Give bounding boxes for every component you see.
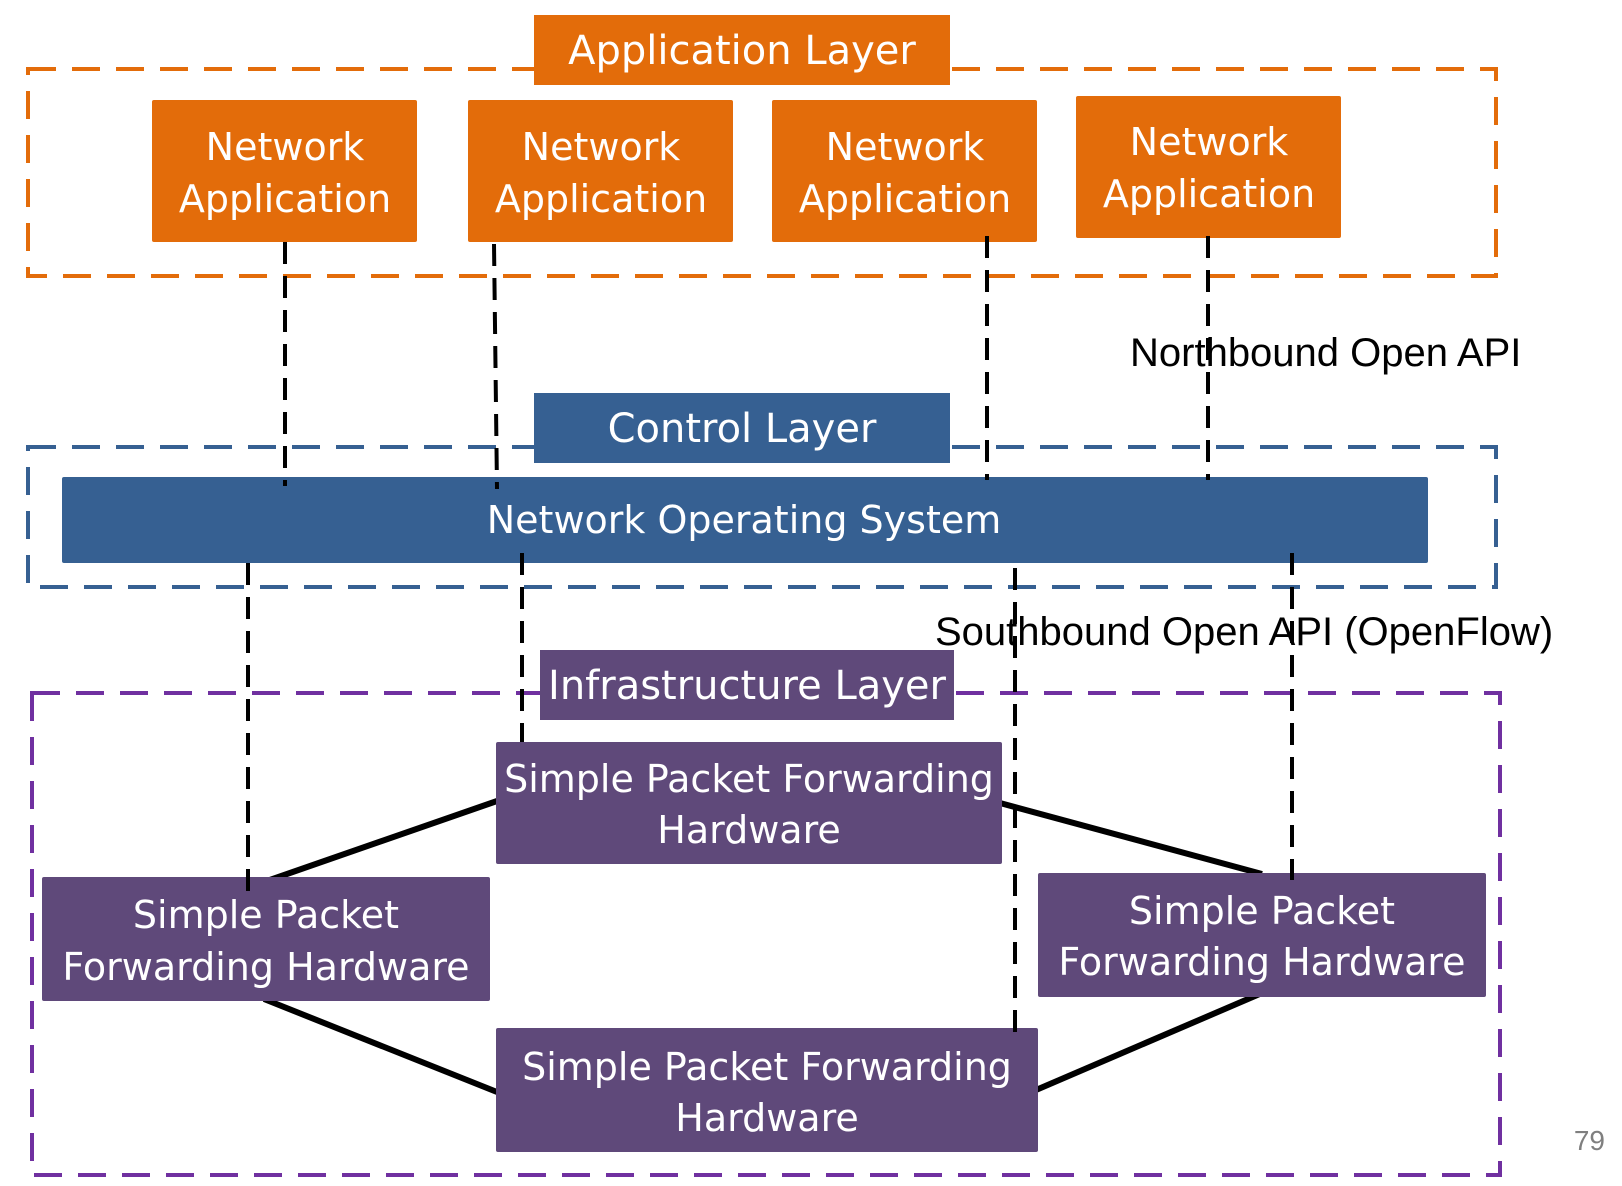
forwarding-hardware-bottom[interactable]: Simple Packet Forwarding Hardware bbox=[496, 1028, 1038, 1152]
southbound-api-label: Southbound Open API (OpenFlow) bbox=[935, 610, 1553, 654]
network-app-2-line2: Application bbox=[495, 177, 707, 221]
link-left-top bbox=[263, 798, 498, 885]
forwarding-hardware-right-line1: Simple Packet bbox=[1129, 889, 1395, 933]
link-right-bottom bbox=[1034, 990, 1264, 1093]
forwarding-hardware-left-line2: Forwarding Hardware bbox=[62, 945, 469, 989]
southbound-connectors bbox=[246, 553, 1294, 1032]
network-app-3-line2: Application bbox=[799, 177, 1011, 221]
forwarding-hardware-bottom-line2: Hardware bbox=[675, 1096, 858, 1140]
network-app-1-line2: Application bbox=[179, 177, 391, 221]
hardware-links bbox=[262, 798, 1264, 1095]
network-app-4[interactable]: Network Application bbox=[1076, 96, 1341, 238]
forwarding-hardware-right-line2: Forwarding Hardware bbox=[1058, 940, 1465, 984]
control-layer-title-box bbox=[534, 393, 950, 463]
network-app-1[interactable]: Network Application bbox=[152, 100, 417, 242]
network-app-3[interactable]: Network Application bbox=[772, 100, 1037, 242]
network-app-2-line1: Network bbox=[522, 125, 681, 169]
infrastructure-layer-border bbox=[30, 691, 1502, 1177]
forwarding-hardware-right[interactable]: Simple Packet Forwarding Hardware bbox=[1038, 873, 1486, 997]
network-app-4-line1: Network bbox=[1130, 120, 1289, 164]
northbound-connectors bbox=[283, 236, 1210, 490]
network-app-1-line1: Network bbox=[206, 125, 365, 169]
link-top-right bbox=[999, 800, 1263, 877]
application-layer-title-box bbox=[534, 15, 950, 85]
link-left-bottom bbox=[262, 996, 499, 1095]
northbound-api-label: Northbound Open API bbox=[1130, 331, 1521, 375]
network-app-2[interactable]: Network Application bbox=[468, 100, 733, 242]
northbound-connector-2 bbox=[492, 243, 499, 490]
forwarding-hardware-top[interactable]: Simple Packet Forwarding Hardware bbox=[496, 742, 1002, 864]
forwarding-hardware-top-line1: Simple Packet Forwarding bbox=[504, 757, 994, 801]
forwarding-hardware-top-line2: Hardware bbox=[657, 808, 840, 852]
network-operating-system-label: Network Operating System bbox=[487, 498, 1002, 542]
network-app-4-line2: Application bbox=[1103, 172, 1315, 216]
page-number: 79 bbox=[1574, 1125, 1605, 1156]
forwarding-hardware-left-line1: Simple Packet bbox=[133, 893, 399, 937]
forwarding-hardware-left[interactable]: Simple Packet Forwarding Hardware bbox=[42, 877, 490, 1001]
control-layer-title: Control Layer bbox=[608, 406, 877, 452]
infrastructure-layer-title-box bbox=[540, 650, 954, 720]
infrastructure-layer-title: Infrastructure Layer bbox=[548, 663, 947, 709]
network-operating-system[interactable]: Network Operating System bbox=[62, 477, 1428, 563]
network-app-3-line1: Network bbox=[826, 125, 985, 169]
control-layer-border bbox=[26, 445, 1498, 589]
application-layer-title: Application Layer bbox=[568, 28, 916, 74]
forwarding-hardware-bottom-line1: Simple Packet Forwarding bbox=[522, 1045, 1012, 1089]
